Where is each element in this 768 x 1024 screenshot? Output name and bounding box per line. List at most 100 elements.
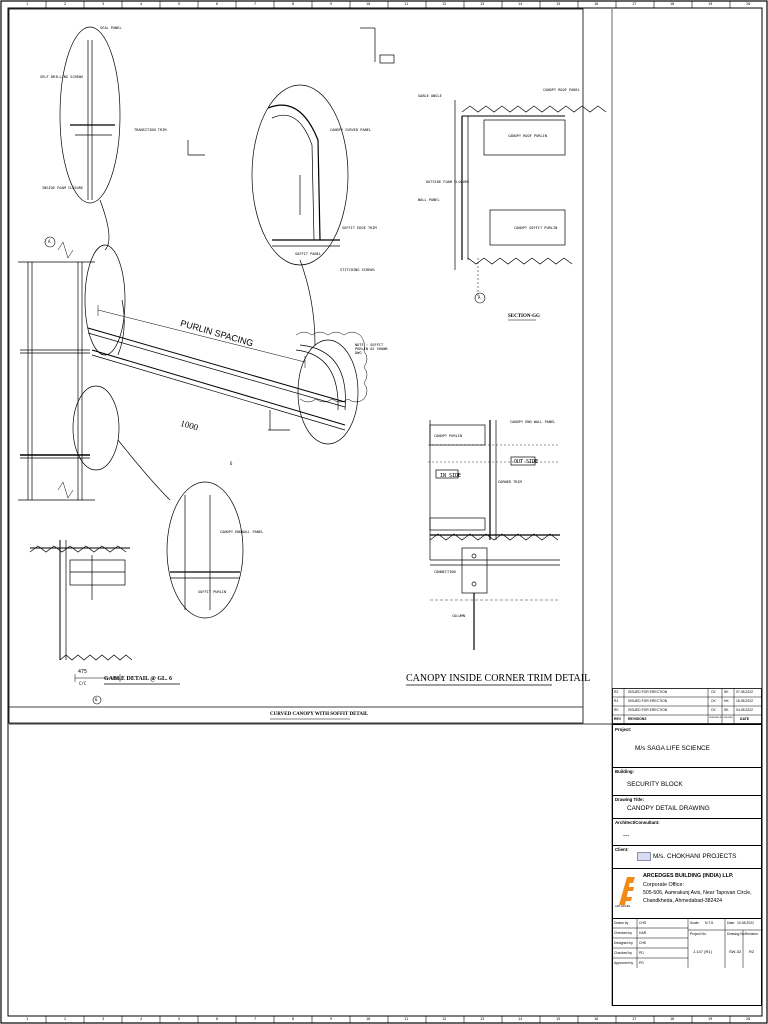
border-number: 7 [254, 1017, 257, 1021]
border-number: 10 [366, 1017, 371, 1021]
border-number: 8 [292, 2, 295, 6]
field-value: CHK [639, 941, 647, 945]
dim-475: 475 [78, 669, 88, 675]
date-label: Date: [727, 921, 736, 925]
field-value: CHS [639, 921, 647, 925]
callout: CANOPY SOFFIT PURLIN [514, 226, 558, 230]
border-number: 2 [64, 2, 67, 6]
note-label: NOTE : SOFFIT PURLIN AS SHOWN DWG [355, 343, 388, 355]
corner-trim-title: CANOPY INSIDE CORNER TRIM DETAIL [406, 673, 591, 684]
border-number: 19 [708, 1017, 713, 1021]
border-number: 2 [64, 1017, 67, 1021]
company-logo-icon: ARC EDGES [615, 871, 639, 913]
address-line-1: 505-506, Aamrakunj Avis, Near Tapovan Ci… [643, 890, 752, 896]
border-number: 1 [26, 2, 29, 6]
rev-no: R1 [614, 699, 619, 703]
callout: GABLE ANGLE [418, 94, 442, 98]
field-value: PD [639, 951, 644, 955]
border-number: 6 [216, 2, 219, 6]
callout: STITCHING SCREWS [340, 268, 375, 272]
border-number: 19 [708, 2, 713, 6]
building-label: Building: [615, 769, 635, 774]
callout: CANOPY ROOF PURLIN [508, 134, 547, 138]
border-number: 13 [480, 1017, 485, 1021]
project-label: Project: [615, 727, 632, 732]
scale-label: Scale: [690, 921, 700, 925]
in-side-label: IN SIDE [440, 473, 462, 479]
address-line-2: Chandkheda, Ahmedabad-382424 [643, 898, 723, 904]
rev-by: DESIGNED BY [709, 717, 723, 719]
rev-by: CK [711, 708, 716, 712]
callout: SEAL PANEL [100, 26, 122, 30]
revision-label: Revision [745, 932, 759, 936]
rev-no: R2 [614, 690, 619, 694]
rev-date: 04.08.2022 [736, 708, 753, 712]
inner-border [7, 7, 763, 1017]
drawing-no-label: Drawing No. [727, 932, 746, 936]
callout: CANOPY END WALL PANEL [510, 420, 556, 424]
corner-trim-view [428, 420, 560, 650]
callout: WALL PANEL [418, 198, 440, 202]
main-canopy-view [18, 26, 486, 705]
border-number: 14 [518, 1017, 523, 1021]
gable-detail-view [29, 540, 180, 685]
border-number: 18 [670, 1017, 675, 1021]
border-number: 18 [670, 2, 675, 6]
signature-grid [613, 918, 763, 968]
dim-cc: C/C [79, 681, 87, 686]
callout: INSIDE FOAM CLOSURE [42, 186, 84, 190]
rev-chk: SK [724, 708, 729, 712]
callout: COLUMN [452, 614, 465, 618]
border-number: 11 [404, 2, 409, 6]
rev-desc: REVISIONS [628, 717, 647, 721]
rev-chk: SK [724, 690, 729, 694]
border-number: 9 [330, 1017, 333, 1021]
field-value: PD [639, 961, 644, 965]
grid-a-bubble: A [48, 239, 51, 244]
border-number: 3 [102, 1017, 105, 1021]
logo-text: ARC EDGES [615, 905, 631, 908]
title-block: Project: M/s SAGA LIFE SCIENCE Building:… [612, 724, 763, 1006]
date-value: 10.08.2022 [737, 921, 754, 925]
scale-value: N.T.S. [705, 921, 715, 925]
callout: CORNER TRIM [498, 480, 522, 484]
border-ticks [45, 1, 731, 1023]
drawing-title: CANOPY DETAIL DRAWING [627, 805, 710, 812]
border-number: 7 [254, 2, 257, 6]
gable-detail-title: GABLE DETAIL @ GL. 6 [104, 676, 172, 682]
rev-by: CK [711, 699, 716, 703]
border-number: 12 [442, 2, 447, 6]
border-number: 5 [178, 2, 181, 6]
border-number: 3 [102, 2, 105, 6]
border-number: 15 [556, 2, 561, 6]
border-number: 20 [746, 2, 751, 6]
building-name: SECURITY BLOCK [627, 781, 683, 788]
border-number: 4 [140, 1017, 143, 1021]
border-number: 10 [366, 2, 371, 6]
callout: TRANSITION TRIM [134, 128, 167, 132]
rev-date: 16.08.2022 [736, 699, 753, 703]
field-label: Designed by [614, 941, 633, 945]
border-number: 5 [178, 1017, 181, 1021]
border-number: 20 [746, 1017, 751, 1021]
client-name: M/s. CHOKHANI PROJECTS [653, 853, 737, 860]
main-view-title: CURVED CANOPY WITH SOFFIT DETAIL [270, 712, 369, 717]
rev-date: 07.08.2022 [736, 690, 753, 694]
drawing-title-label: Drawing Title: [615, 797, 644, 802]
callout: CONNECTION [434, 570, 456, 574]
architect-label: Architect/Consultant: [615, 820, 660, 825]
field-label: Checked by [614, 951, 632, 955]
project-no-label: Project No. [690, 932, 707, 936]
field-label: Checked by [614, 931, 632, 935]
drawing-frame [8, 8, 584, 724]
border-number: 12 [442, 1017, 447, 1021]
field-value: HAR [639, 931, 647, 935]
callout: CANOPY CURVED PANEL [330, 128, 372, 132]
field-label: Drawn by [614, 921, 629, 925]
rev-chk: CHECKED [723, 717, 733, 719]
rev-date: DATE [740, 717, 749, 721]
rev-desc: ISSUED FOR ERECTION [628, 708, 668, 712]
